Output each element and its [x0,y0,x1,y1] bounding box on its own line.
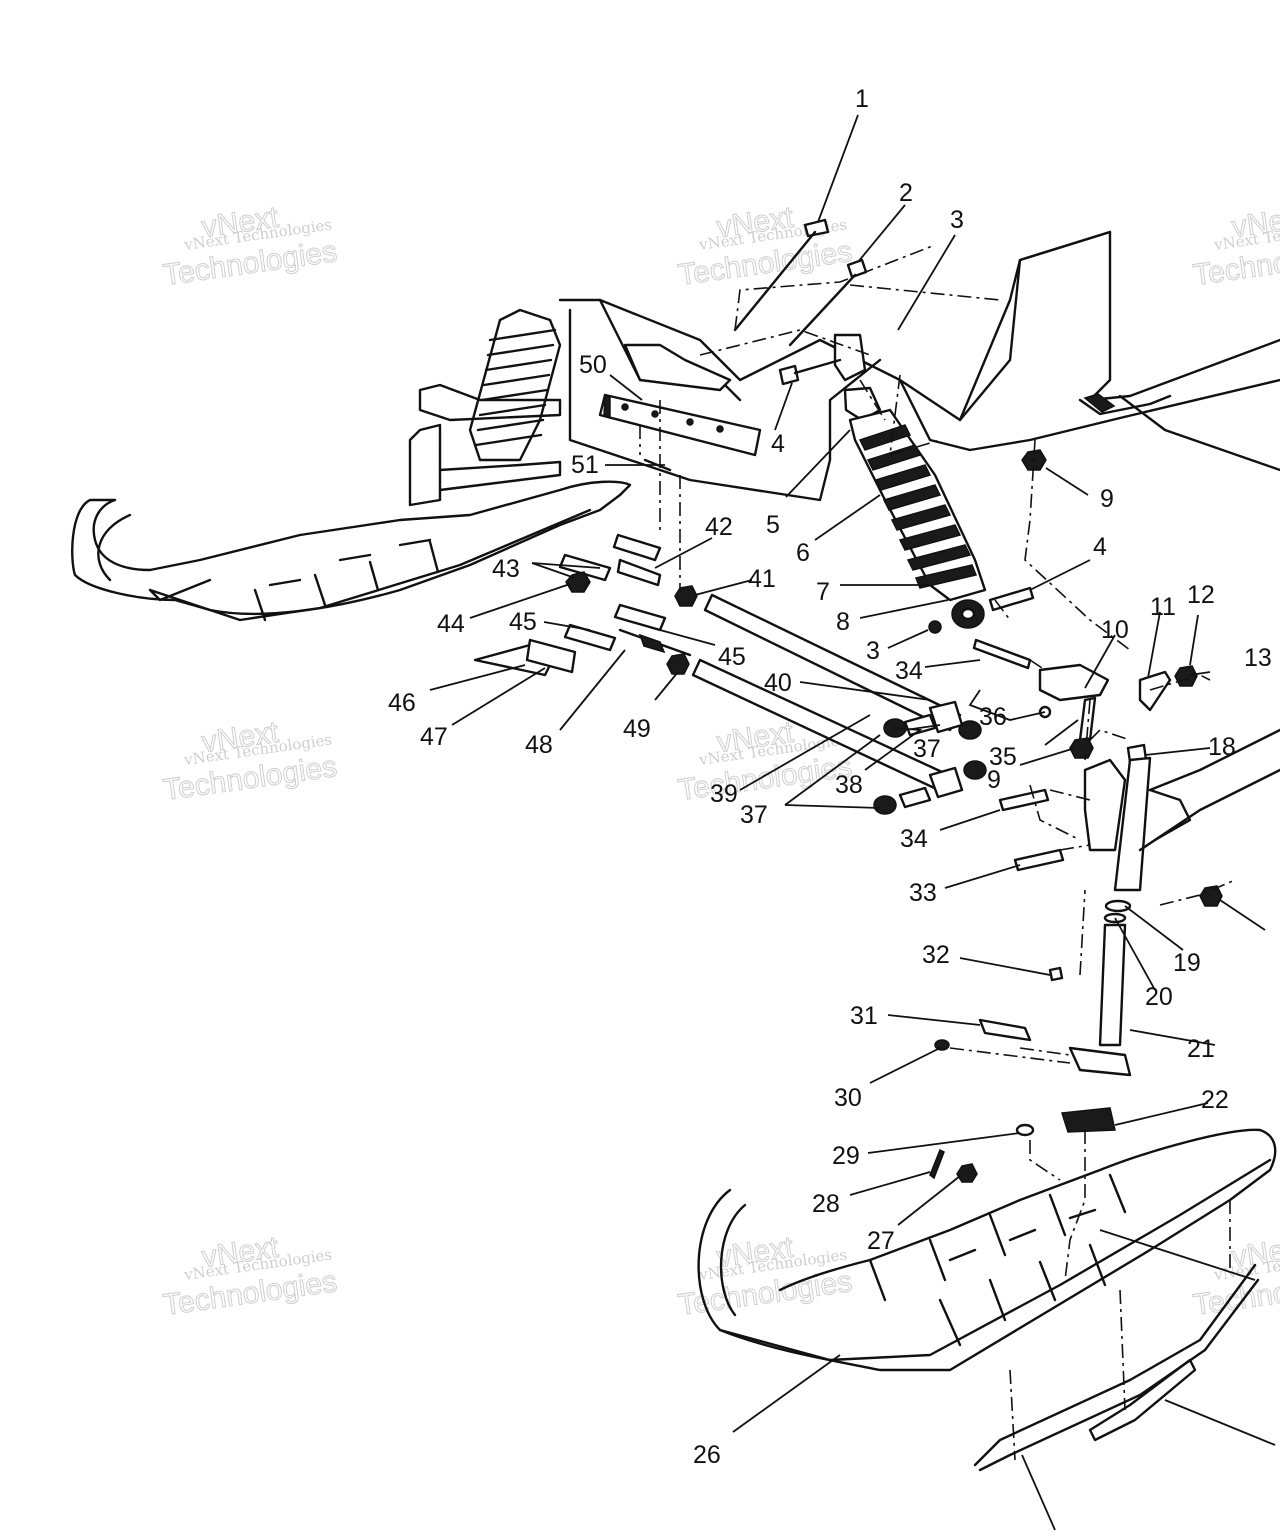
callout-33: 33 [909,879,937,907]
callout-51: 51 [571,451,599,479]
callout-37: 37 [740,801,768,829]
callout-labels: 1 2 3 4 4 5 6 7 8 3 34 9 10 11 12 13 50 … [388,85,1272,1469]
callout-7: 7 [816,578,830,606]
callout-1: 1 [855,85,869,113]
callout-9: 9 [987,766,1001,794]
callout-30: 30 [834,1084,862,1112]
chassis-frame [558,230,1280,502]
callout-42: 42 [705,513,733,541]
callout-48: 48 [525,731,553,759]
leader-lines [429,114,1276,1531]
callout-38: 38 [835,771,863,799]
tie-rods [473,533,962,795]
callout-36: 36 [979,703,1007,731]
callout-44: 44 [437,610,465,638]
watermark-group: vNext vNext Technologies Technologies vN… [161,200,1280,1322]
callout-22: 22 [1201,1086,1229,1114]
callout-5: 5 [766,511,780,539]
callout-11: 11 [1150,593,1176,621]
callout-47: 47 [420,723,448,751]
callout-40: 40 [764,669,792,697]
callout-6: 6 [796,539,810,567]
callout-34: 34 [895,657,923,685]
callout-37: 37 [913,735,941,763]
callout-13: 13 [1244,644,1272,672]
callout-29: 29 [832,1142,860,1170]
callout-32: 32 [922,941,950,969]
assembly-lines [639,244,1236,1461]
callout-3: 3 [950,206,964,234]
callout-43: 43 [492,555,520,583]
callout-26: 26 [693,1441,721,1469]
callout-41: 41 [748,565,776,593]
callout-3: 3 [866,637,880,665]
callout-10: 10 [1101,616,1129,644]
callout-45: 45 [509,608,537,636]
callout-49: 49 [623,715,651,743]
callout-4: 4 [1093,533,1107,561]
callout-34: 34 [900,825,928,853]
callout-9: 9 [1100,485,1114,513]
callout-18: 18 [1208,733,1236,761]
callout-12: 12 [1187,581,1215,609]
callout-31: 31 [850,1002,878,1030]
hardware [565,218,1223,907]
callout-28: 28 [812,1190,840,1218]
left-ski-assembly [71,308,632,622]
mounting-plate [598,393,762,472]
shock-absorber [843,386,987,629]
callout-21: 21 [1187,1035,1215,1063]
callout-46: 46 [388,689,416,717]
callout-19: 19 [1173,949,1201,977]
spindle-assembly [934,728,1280,1133]
callout-39: 39 [710,780,738,808]
callout-2: 2 [899,179,913,207]
callout-27: 27 [867,1227,895,1255]
callout-45: 45 [718,643,746,671]
callout-35: 35 [989,743,1017,771]
callout-4: 4 [771,430,785,458]
callout-8: 8 [836,608,850,636]
callout-20: 20 [1145,983,1173,1011]
right-ski-assembly [697,1123,1277,1472]
callout-50: 50 [579,351,607,379]
